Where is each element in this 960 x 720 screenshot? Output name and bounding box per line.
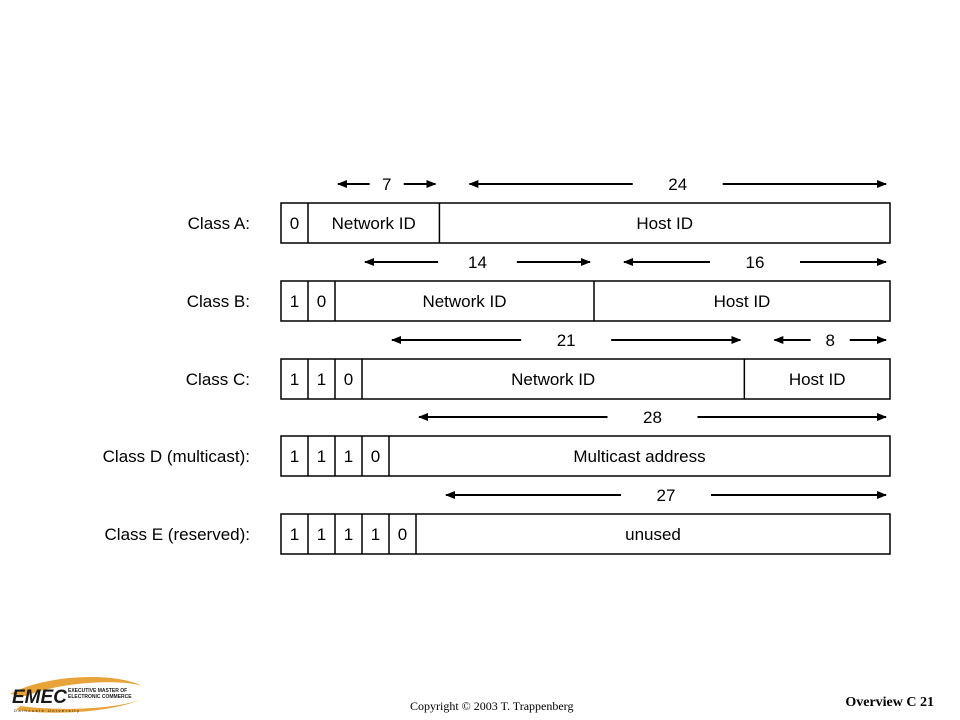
bit-flag: 1 <box>290 370 299 389</box>
row-label: Class D (multicast): <box>103 447 250 466</box>
address-box <box>280 280 891 322</box>
logo-swoosh-lower <box>16 698 144 713</box>
row-label: Class A: <box>188 214 250 233</box>
bit-flag: 1 <box>290 447 299 466</box>
field-name: Host ID <box>789 370 846 389</box>
bit-width-number: 14 <box>468 253 487 272</box>
bit-width-number: 24 <box>668 175 687 194</box>
bit-flag: 0 <box>344 370 353 389</box>
bit-flag: 1 <box>290 292 299 311</box>
row-label: Class C: <box>186 370 250 389</box>
bit-flag: 1 <box>371 525 380 544</box>
bit-flag: 0 <box>290 214 299 233</box>
address-box <box>280 435 891 477</box>
bit-width-arrow: 27 <box>445 486 887 505</box>
bit-width-number: 27 <box>657 486 676 505</box>
field-name: Network ID <box>332 214 416 233</box>
bit-width-number: 21 <box>557 331 576 350</box>
bit-flag: 0 <box>371 447 380 466</box>
logo-mark: EMEC <box>12 687 67 708</box>
copyright-text: Copyright © 2003 T. Trappenberg <box>410 699 574 713</box>
slide-label: Overview C 21 <box>845 695 934 710</box>
bit-width-number: 8 <box>825 331 834 350</box>
field-name: Multicast address <box>573 447 705 466</box>
row-class-a: Class A: 0 Network ID Host ID 7 24 <box>188 175 891 244</box>
bit-flag: 1 <box>317 447 326 466</box>
row-label: Class E (reserved): <box>105 525 250 544</box>
bit-width-arrow: 16 <box>623 253 887 272</box>
bit-width-number: 7 <box>382 175 391 194</box>
bit-width-arrow: 24 <box>468 175 887 194</box>
logo-swoosh <box>10 676 142 696</box>
bit-width-arrow: 28 <box>418 408 887 427</box>
emec-logo: EMEC EXECUTIVE MASTER OF ELECTRONIC COMM… <box>10 676 144 713</box>
address-box <box>280 202 891 244</box>
address-box <box>280 513 891 555</box>
logo-line1: EXECUTIVE MASTER OF <box>68 688 127 694</box>
field-name: Network ID <box>511 370 595 389</box>
bit-flag: 0 <box>317 292 326 311</box>
logo-line3: Dalhousie University <box>14 708 80 713</box>
field-name: Host ID <box>636 214 693 233</box>
field-name: Network ID <box>422 292 506 311</box>
bit-width-number: 28 <box>643 408 662 427</box>
bit-flag: 1 <box>344 525 353 544</box>
row-label: Class B: <box>187 292 250 311</box>
bit-flag: 1 <box>290 525 299 544</box>
bit-width-arrow: 14 <box>364 253 591 272</box>
bit-width-arrow: 21 <box>391 331 742 350</box>
bit-flag: 0 <box>398 525 407 544</box>
bit-flag: 1 <box>317 370 326 389</box>
field-name: Host ID <box>714 292 771 311</box>
address-box <box>280 358 891 400</box>
bit-width-arrow: 8 <box>773 331 887 350</box>
field-name: unused <box>625 525 681 544</box>
bit-width-number: 16 <box>746 253 765 272</box>
bit-flag: 1 <box>344 447 353 466</box>
bit-width-arrow: 7 <box>337 175 437 194</box>
bit-flag: 1 <box>317 525 326 544</box>
logo-line2: ELECTRONIC COMMERCE <box>68 694 132 700</box>
